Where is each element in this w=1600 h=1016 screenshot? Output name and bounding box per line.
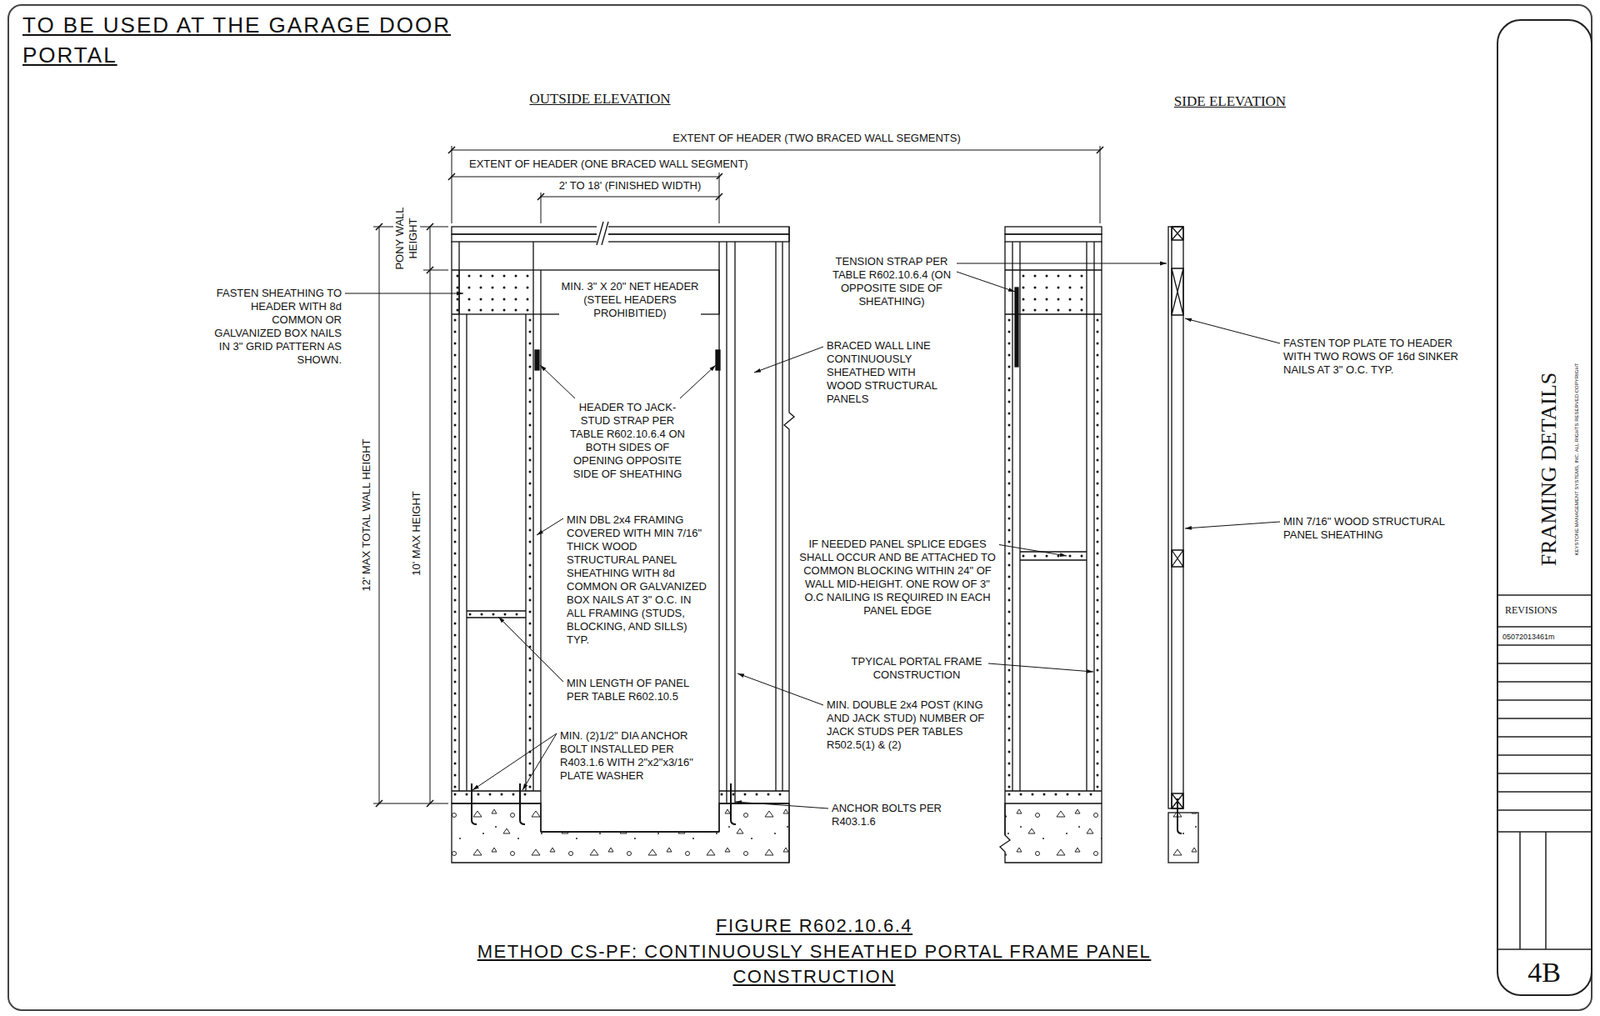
dimension-line [373, 145, 1104, 807]
portal-frame-elevation [451, 803, 790, 863]
wall-section [1177, 798, 1182, 834]
leader-line [498, 616, 564, 682]
dimension-label: 10' MAX HEIGHT [410, 475, 424, 592]
portal-frame-elevation [451, 226, 790, 235]
callout-note: BRACED WALL LINE CONTINUOUSLY SHEATHED W… [826, 339, 948, 406]
portal-frame-elevation [471, 783, 736, 825]
copyright-note: KEYSTONE MANAGEMENT SYSTEMS, INC. ALL RI… [1574, 363, 1580, 556]
leader-line [988, 663, 1094, 672]
callout-note: MIN DBL 2x4 FRAMING COVERED WITH MIN 7/1… [566, 513, 707, 647]
portal-frame-elevation [451, 234, 790, 242]
leader-line [754, 346, 824, 373]
side-elevation-frame [1005, 241, 1102, 835]
figure-caption: FIGURE R602.10.6.4 [647, 913, 981, 939]
side-elevation-frame [1000, 803, 1102, 863]
revisions-heading: REVISIONS [1505, 605, 1558, 616]
view-title: SIDE ELEVATION [1130, 92, 1330, 110]
callout-note: IF NEEDED PANEL SPLICE EDGES SHALL OCCUR… [795, 537, 1000, 618]
portal-frame-elevation [451, 221, 795, 863]
portal-frame-elevation [784, 226, 795, 863]
callout-note: MIN. (2)1/2" DIA ANCHOR BOLT INSTALLED P… [560, 729, 710, 783]
dimension-label: EXTENT OF HEADER (TWO BRACED WALL SEGMEN… [600, 131, 1034, 145]
leader-line [991, 543, 1067, 556]
view-title: OUTSIDE ELEVATION [491, 90, 709, 108]
side-elevation-frame [1015, 287, 1019, 367]
callout-note: FASTEN SHEATHING TO HEADER WITH 8d COMMO… [208, 286, 342, 367]
title-block-cell: REVISIONS [1497, 595, 1592, 627]
figure-caption: METHOD CS-PF: CONTINUOUSLY SHEATHED PORT… [422, 939, 1206, 990]
callout-note: HEADER TO JACK-STUD STRAP PER TABLE R602… [569, 400, 686, 481]
callout-note: FASTEN TOP PLATE TO HEADER WITH TWO ROWS… [1283, 336, 1480, 377]
leader-line [536, 518, 564, 535]
side-elevation-frame [1000, 226, 1102, 863]
dimension-label: 12' MAX TOTAL WALL HEIGHT [360, 415, 374, 615]
dimension-label: PONY WALL HEIGHT [393, 205, 420, 271]
nail-pattern [455, 275, 1098, 795]
title-block-cell: FRAMING DETAILS KEYSTONE MANAGEMENT SYSTE… [1497, 20, 1592, 595]
leader-line [345, 293, 464, 295]
dimension-line [375, 146, 1104, 807]
dimension-line [373, 145, 1100, 804]
callout-note: ANCHOR BOLTS PER R403.1.6 [831, 801, 957, 829]
leader-line [522, 733, 557, 790]
title-block [1497, 20, 1592, 995]
sheet-heading: TO BE USED AT THE GARAGE DOOR PORTAL [22, 10, 523, 70]
portal-frame-elevation [535, 350, 540, 370]
sheet-number: 4B [1527, 956, 1561, 988]
portal-frame-elevation [596, 221, 609, 245]
leader-line [956, 271, 1015, 292]
leader-line [680, 365, 716, 399]
leader-line [472, 733, 557, 790]
dimension-label: 2' TO 18' (FINISHED WIDTH) [542, 179, 718, 193]
dimension-label: EXTENT OF HEADER (ONE BRACED WALL SEGMEN… [469, 157, 836, 171]
side-elevation-frame [1005, 234, 1102, 242]
sheet-title: FRAMING DETAILS [1537, 372, 1562, 567]
wall-section [1168, 226, 1184, 809]
portal-frame-elevation [596, 221, 609, 245]
side-elevation-frame [1005, 226, 1102, 235]
sheet-border [8, 5, 1592, 1010]
callout-note: TPYICAL PORTAL FRAME CONSTRUCTION [848, 655, 986, 682]
leader-line [1185, 318, 1280, 344]
sheet-number-cell: 4B [1497, 949, 1592, 995]
leader-line [956, 263, 1167, 265]
leader-line [737, 673, 824, 705]
callout-note: TENSION STRAP PER TABLE R602.10.6.4 (ON … [829, 255, 955, 309]
revision-entry: 05072013461m [1502, 631, 1586, 642]
leader-line [1185, 521, 1280, 529]
leader-line [540, 365, 575, 399]
callout-note: MIN. 3" X 20" NET HEADER (STEEL HEADERS … [559, 280, 701, 320]
wall-section [1168, 226, 1199, 863]
callout-note: MIN. DOUBLE 2x4 POST (KING AND JACK STUD… [826, 698, 990, 752]
portal-frame-elevation [715, 350, 720, 370]
wall-section [1168, 812, 1199, 863]
leader-line [735, 801, 829, 809]
leader-line [345, 263, 1280, 809]
wall-section [1171, 226, 1184, 809]
title-block [1497, 595, 1592, 950]
nail-pattern [455, 275, 1098, 795]
callout-note: MIN LENGTH OF PANEL PER TABLE R602.10.5 [566, 676, 707, 704]
title-block [1497, 20, 1592, 995]
callout-note: MIN 7/16" WOOD STRUCTURAL PANEL SHEATHIN… [1283, 515, 1480, 542]
portal-frame-elevation [451, 241, 790, 832]
